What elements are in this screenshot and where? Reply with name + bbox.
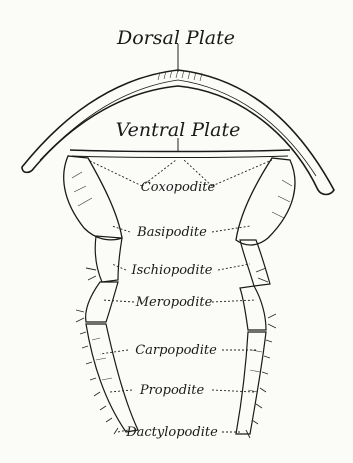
label-basipodite: Basipodite (136, 225, 207, 240)
label-meropodite: Meropodite (135, 295, 213, 310)
label-ventral-plate: Ventral Plate (116, 119, 241, 141)
label-coxopodite: Coxopodite (141, 180, 216, 195)
label-dorsal-plate: Dorsal Plate (116, 27, 235, 49)
label-carpopodite: Carpopodite (135, 343, 217, 358)
ventral-plate-shape (70, 150, 290, 158)
label-dactylopodite: Dactylopodite (125, 425, 218, 440)
left-leg-shape (64, 156, 138, 434)
label-propodite: Propodite (139, 383, 205, 398)
right-leg-shape (236, 158, 295, 438)
label-ischiopodite: Ischiopodite (131, 263, 213, 278)
